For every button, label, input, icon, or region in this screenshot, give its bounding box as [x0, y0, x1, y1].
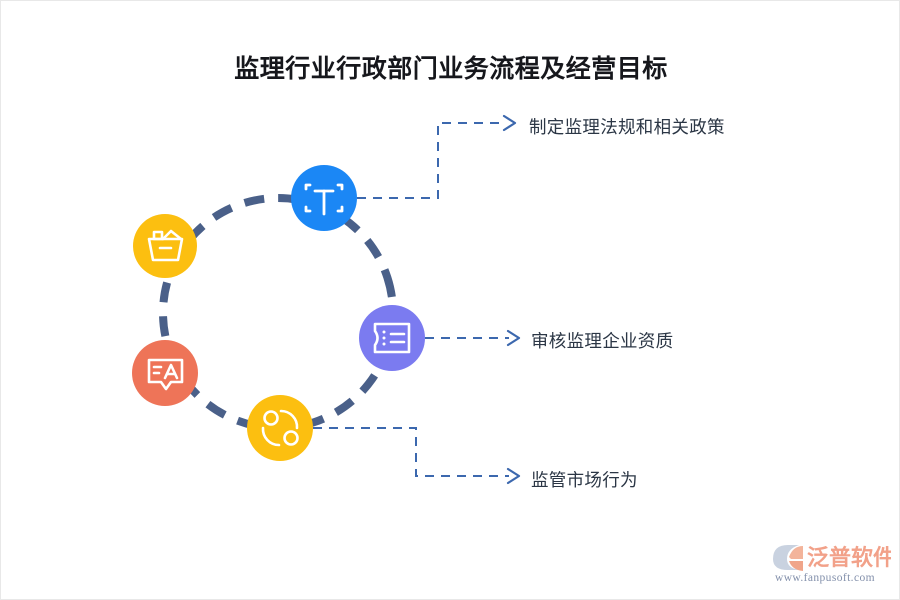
node-folder-basket-circle — [133, 214, 197, 278]
certificate-ticket-icon — [373, 322, 411, 354]
callout-label-policy: 制定监理法规和相关政策 — [529, 117, 725, 137]
brand-mark-icon — [773, 545, 803, 571]
page-title: 监理行业行政部门业务流程及经营目标 — [234, 55, 668, 83]
arrow-head-qualification — [506, 329, 521, 347]
speech-bubble-a-icon — [147, 358, 184, 391]
node-folder-basket[interactable] — [133, 214, 197, 278]
callout-label-qualification: 审核监理企业资质 — [531, 331, 674, 351]
folder-basket-icon — [147, 229, 184, 262]
callout-label-market: 监管市场行为 — [531, 470, 638, 490]
node-translate[interactable] — [132, 340, 198, 406]
connector-policy — [357, 114, 517, 199]
brand-watermark: 泛普软件 www.fanpusoft.com — [769, 537, 891, 585]
node-certificate-circle — [359, 305, 425, 371]
node-certificate[interactable] — [359, 305, 425, 371]
text-scan-icon — [304, 183, 344, 216]
node-exchange[interactable] — [247, 395, 313, 461]
cycle-ring — [159, 194, 397, 432]
arrow-head-market — [506, 467, 521, 485]
brand-name: 泛普软件 — [807, 545, 891, 570]
connector-qualification — [425, 329, 521, 347]
connector-market — [313, 427, 521, 485]
brand-url: www.fanpusoft.com — [775, 572, 875, 584]
node-text-scan[interactable] — [291, 165, 357, 231]
node-exchange-circle — [247, 395, 313, 461]
node-translate-circle — [132, 340, 198, 406]
exchange-cycle-icon — [261, 409, 299, 447]
arrow-head-policy — [502, 114, 517, 132]
